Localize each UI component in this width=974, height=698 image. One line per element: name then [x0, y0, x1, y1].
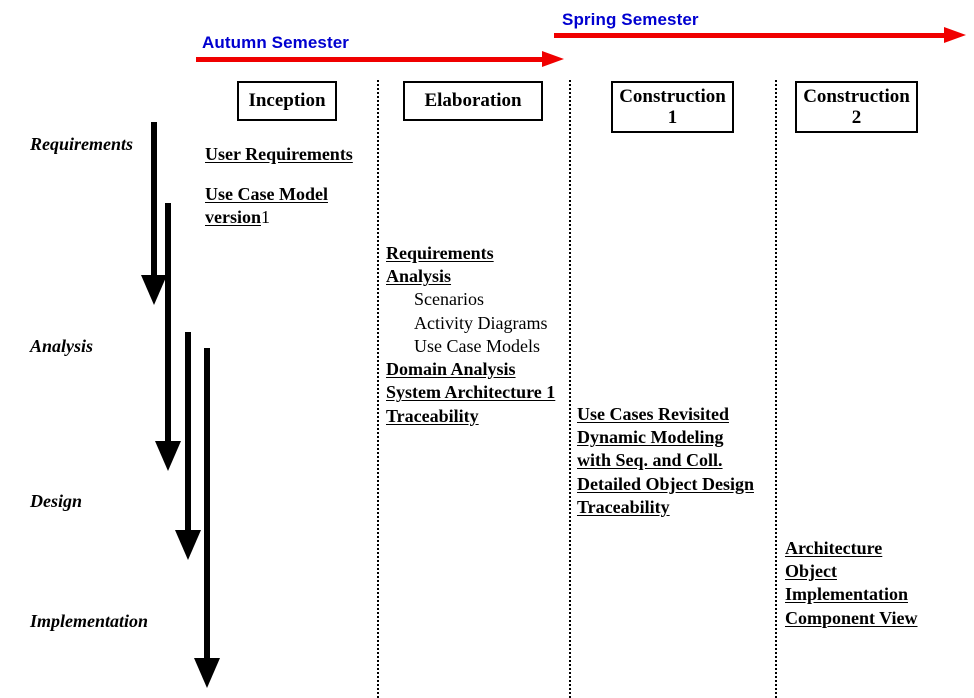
activity-item: Architecture [785, 538, 883, 558]
activity-item: Detailed Object Design [577, 473, 754, 494]
activity-item: Analysis [386, 266, 452, 287]
stage-label-implementation: Implementation [30, 611, 149, 631]
activity-item: Use Cases Revisited [577, 404, 729, 424]
activity-item: with Seq. and Coll. [577, 450, 723, 471]
autumn-arrow-head [542, 51, 564, 67]
activity-item: User Requirements [205, 144, 353, 164]
spring-arrow-shaft [554, 33, 946, 38]
activity-item: version 1 [205, 206, 353, 229]
phase-box-construction-2[interactable]: Construction 2 [795, 81, 918, 133]
divider-inception-elaboration [377, 80, 379, 698]
activity-item: Traceability [577, 496, 670, 517]
spring-semester-label: Spring Semester [562, 10, 699, 29]
flow-arrow-head [194, 658, 220, 688]
divider-elaboration-construction1 [569, 80, 571, 698]
activity-item: Domain Analysis [386, 359, 516, 380]
column-content-construction-2: Architecture Object Implementation Compo… [785, 537, 918, 630]
activity-item: Dynamic Modeling [577, 427, 724, 448]
flow-arrow-head [175, 530, 201, 560]
activity-item: System Architecture 1 [386, 382, 556, 403]
flow-arrow-shaft [204, 348, 210, 660]
activity-item: Traceability [386, 405, 479, 426]
phase-box-inception[interactable]: Inception [237, 81, 337, 121]
activity-item-suffix: 1 [261, 207, 270, 228]
phase-box-construction-1[interactable]: Construction 1 [611, 81, 734, 133]
stage-label-requirements: Requirements [30, 134, 134, 154]
column-content-construction-1: Use Cases Revisited Dynamic Modeling wit… [577, 403, 754, 519]
flow-arrow-shaft [185, 332, 191, 532]
activity-item: Object [785, 561, 837, 582]
column-content-elaboration: Requirements Analysis Scenarios Activity… [386, 242, 555, 428]
divider-construction1-construction2 [775, 80, 777, 698]
flow-arrow-shaft [151, 122, 157, 277]
flow-arrow-shaft [165, 203, 171, 443]
stage-label-analysis: Analysis [30, 336, 94, 356]
activity-item: Scenarios [414, 289, 484, 310]
column-content-inception: User Requirements Use Case Model version… [205, 143, 353, 230]
phase-box-elaboration[interactable]: Elaboration [403, 81, 543, 121]
activity-item: Implementation [785, 584, 908, 605]
stage-label-design: Design [30, 491, 83, 511]
autumn-semester-label: Autumn Semester [202, 33, 349, 52]
spring-semester-arrow [554, 27, 966, 43]
activity-item: Component View [785, 607, 918, 628]
autumn-arrow-shaft [196, 57, 544, 62]
flow-arrow-head [155, 441, 181, 471]
activity-item: Use Case Model [205, 184, 328, 205]
flow-arrow-head [141, 275, 167, 305]
activity-item: Use Case Models [414, 335, 540, 356]
spring-arrow-head [944, 27, 966, 43]
autumn-semester-arrow [196, 51, 564, 67]
activity-item: Requirements [386, 243, 494, 263]
activity-item: Activity Diagrams [414, 312, 548, 333]
